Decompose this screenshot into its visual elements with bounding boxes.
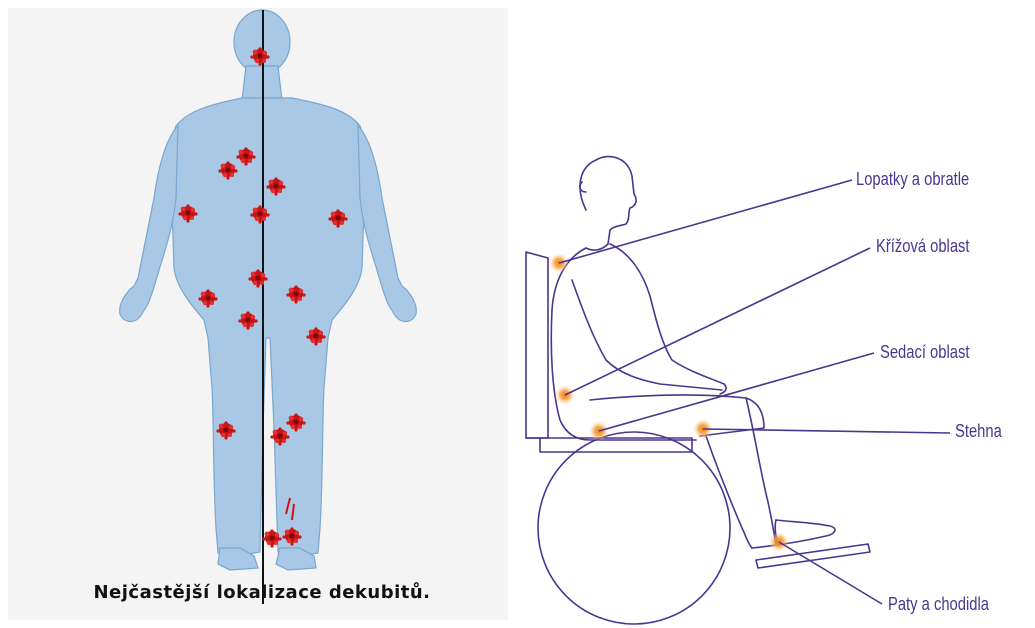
label-stehna: Stehna — [955, 421, 1002, 442]
person-chest — [610, 244, 726, 394]
label-paty: Paty a chodidla — [888, 594, 989, 615]
body-silhouette — [120, 10, 417, 570]
wheelchair-wheel — [538, 432, 730, 624]
label-sedaci: Sedací oblast — [880, 342, 969, 363]
leader-sedaci — [599, 353, 874, 431]
wheelchair-backrest — [526, 252, 548, 438]
person-back — [551, 248, 696, 440]
leader-paty — [779, 542, 882, 604]
wheelchair-figure-panel: Lopatky a obratle Křížová oblast Sedací … — [510, 0, 1035, 628]
person-ear — [580, 182, 586, 192]
person-head — [580, 157, 636, 251]
wheelchair-figure-svg — [510, 0, 1035, 628]
leader-krizova — [565, 248, 870, 395]
person-foot — [752, 520, 835, 548]
label-krizova: Křížová oblast — [876, 236, 970, 257]
body-figure-panel: Nejčastější lokalizace dekubitů. — [8, 8, 508, 620]
figure-caption: Nejčastější lokalizace dekubitů. — [8, 582, 458, 603]
body-figure-svg — [8, 8, 508, 620]
label-lopatky: Lopatky a obratle — [856, 169, 969, 190]
leader-lopatky — [559, 180, 852, 263]
pressure-hotspots — [549, 253, 789, 552]
person-shin-back — [746, 398, 776, 544]
person-shin-front — [706, 436, 752, 548]
